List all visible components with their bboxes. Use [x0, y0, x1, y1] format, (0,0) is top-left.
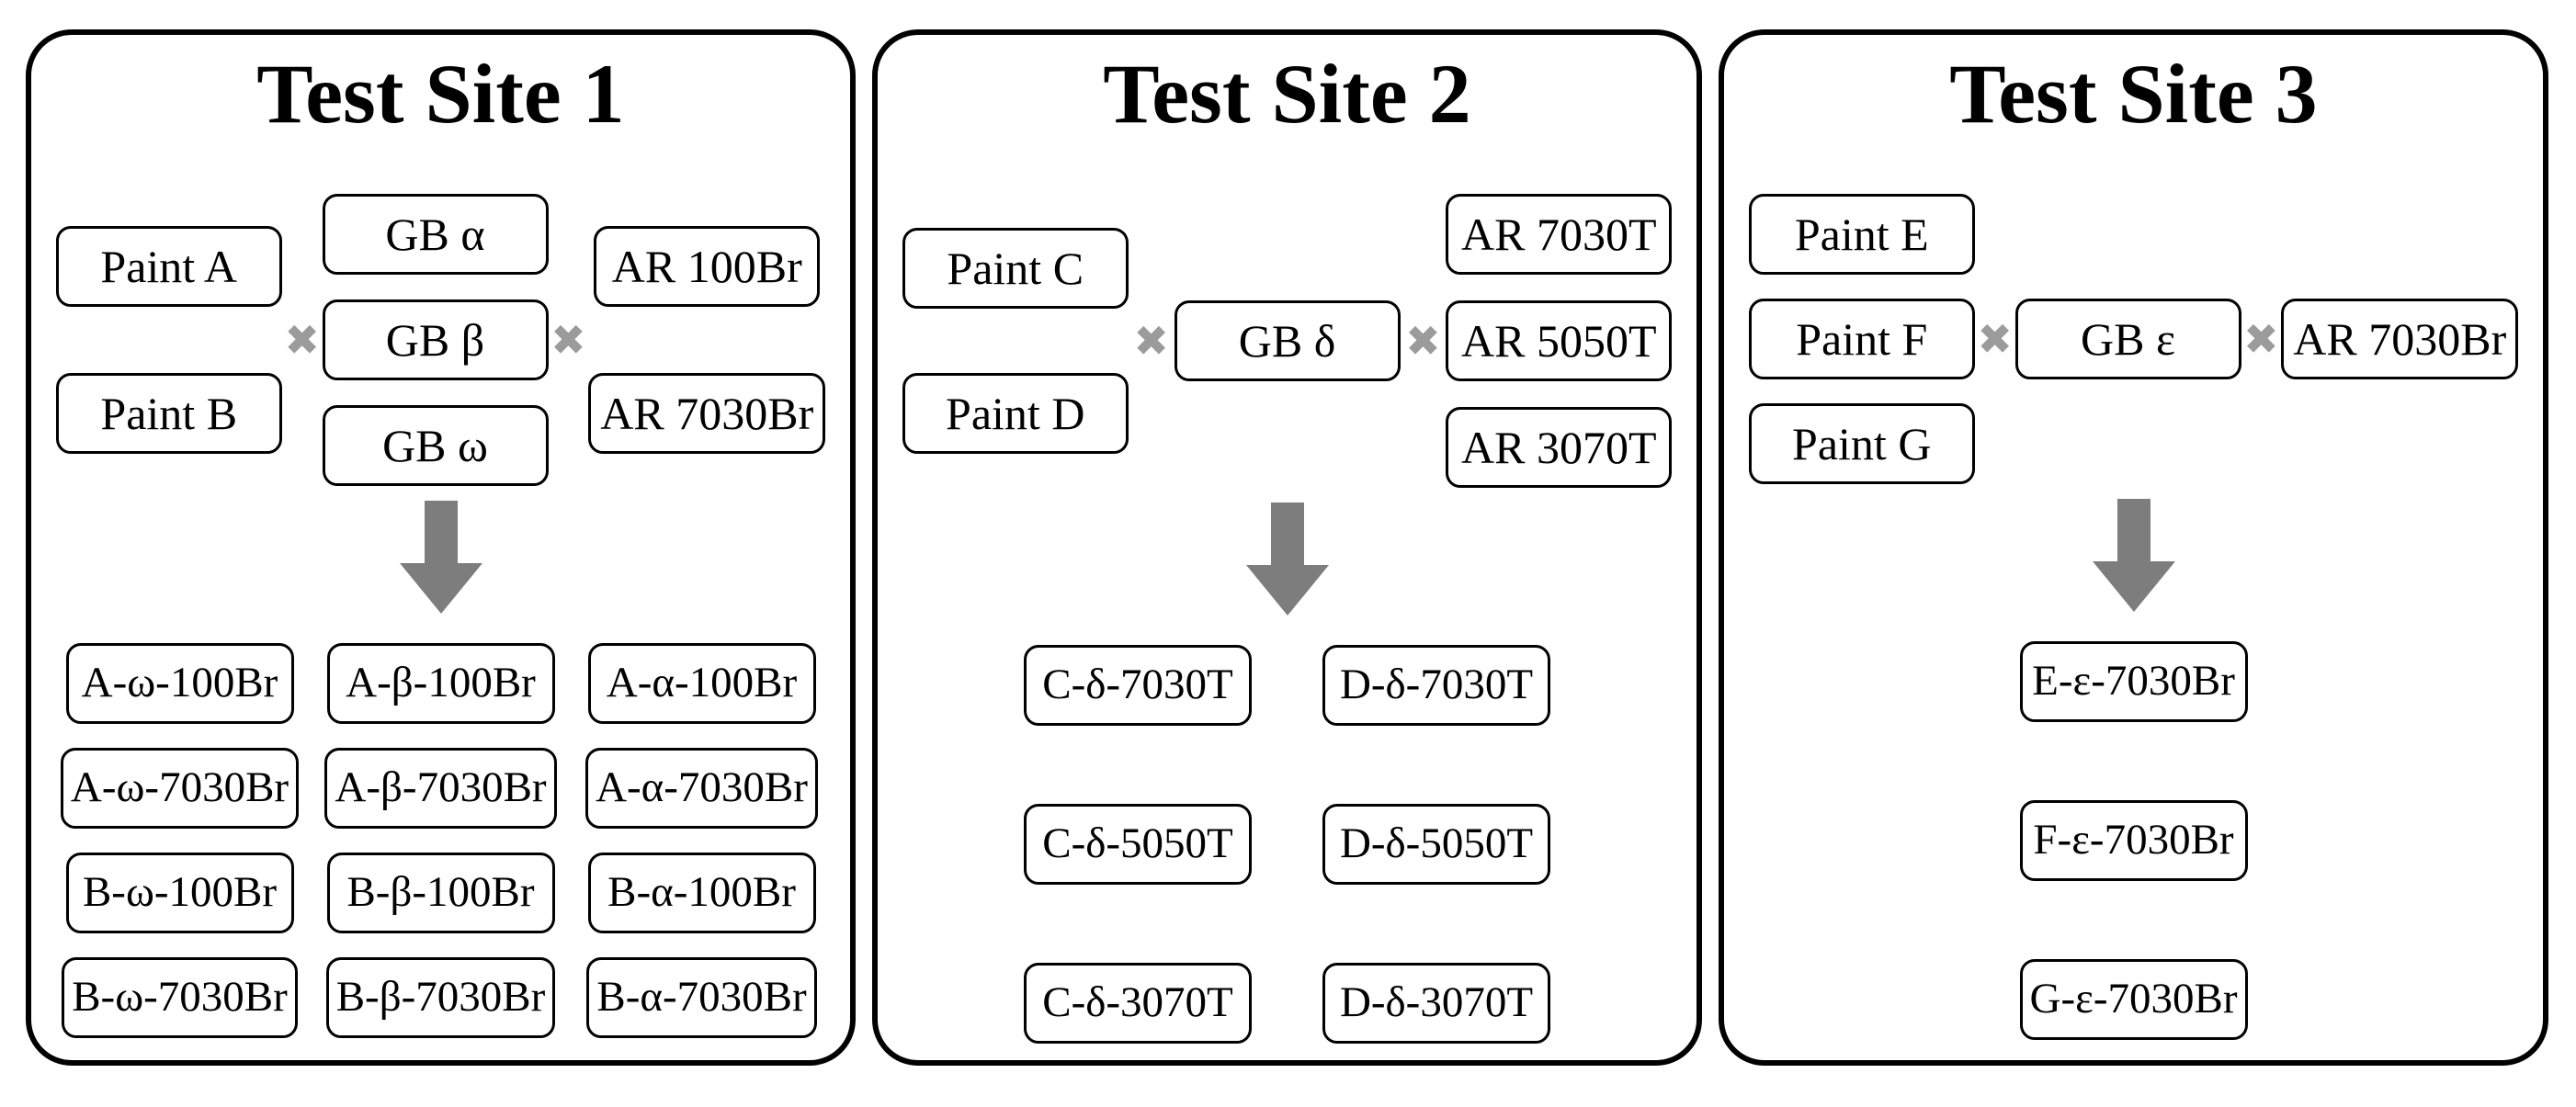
glass-bead-box: GB ω: [322, 404, 549, 486]
ar-box: AR 7030Br: [588, 372, 826, 454]
paint-box: Paint G: [1748, 402, 1975, 484]
combination-row: Paint E Paint F Paint G ✖ GB ε ✖ AR 7030…: [1748, 193, 2519, 484]
ar-box: AR 7030T: [1446, 193, 1673, 275]
ar-column: AR 7030T AR 5050T AR 3070T: [1446, 193, 1673, 488]
panel-title: Test Site 1: [256, 47, 625, 141]
paint-box: Paint C: [902, 227, 1129, 309]
result-combination-box: C-δ-3070T: [1024, 962, 1252, 1044]
results-grid: C-δ-7030T D-δ-7030T C-δ-5050T D-δ-5050T …: [989, 644, 1586, 1044]
ar-box: AR 7030Br: [2281, 298, 2519, 379]
result-combination-box: E-ε-7030Br: [2019, 640, 2248, 722]
multiply-icon: ✖: [2243, 313, 2279, 364]
results-grid: E-ε-7030Br F-ε-7030Br G-ε-7030Br: [2003, 640, 2264, 1040]
down-arrow-icon: [2092, 498, 2175, 612]
result-combination-box: B-ω-7030Br: [62, 956, 298, 1038]
glass-bead-column: GB ε: [2014, 298, 2241, 379]
arrow-stem: [1270, 502, 1304, 565]
down-arrow-icon: [399, 500, 482, 614]
result-combination-box: C-δ-5050T: [1024, 803, 1252, 885]
ar-column: AR 100Br AR 7030Br: [588, 225, 826, 454]
result-combination-box: B-α-100Br: [587, 852, 816, 933]
result-combination-box: A-β-7030Br: [324, 747, 557, 829]
result-combination-box: A-α-100Br: [587, 642, 816, 724]
results-grid: A-ω-100Br A-β-100Br A-α-100Br A-ω-7030Br…: [50, 642, 833, 1038]
result-combination-box: B-α-7030Br: [586, 956, 817, 1038]
arrow-head: [1245, 564, 1329, 616]
test-site-2-panel: Test Site 2 Paint C Paint D ✖ GB δ ✖ AR …: [872, 29, 1702, 1066]
result-combination-box: F-ε-7030Br: [2019, 799, 2248, 881]
glass-bead-box: GB δ: [1174, 299, 1401, 381]
paint-box: Paint B: [55, 372, 282, 454]
paint-column: Paint C Paint D: [902, 227, 1129, 454]
arrow-stem: [2116, 498, 2150, 561]
ar-box: AR 100Br: [594, 225, 821, 307]
arrow-head: [2092, 560, 2175, 612]
result-combination-box: A-α-7030Br: [585, 747, 818, 829]
result-combination-box: B-β-7030Br: [325, 956, 556, 1038]
result-combination-box: D-δ-5050T: [1322, 803, 1550, 885]
multiply-icon: ✖: [1977, 313, 2013, 364]
arrow-head: [399, 562, 482, 614]
ar-box: AR 5050T: [1446, 299, 1673, 381]
panel-title: Test Site 2: [1103, 47, 1471, 141]
result-combination-box: G-ε-7030Br: [2019, 958, 2248, 1040]
glass-bead-box: GB ε: [2014, 298, 2241, 379]
result-combination-box: B-ω-100Br: [65, 852, 294, 933]
multiply-icon: ✖: [1405, 315, 1441, 366]
combination-row: Paint C Paint D ✖ GB δ ✖ AR 7030T AR 505…: [902, 193, 1673, 488]
glass-bead-box: GB β: [322, 299, 549, 380]
combination-row: Paint A Paint B ✖ GB α GB β GB ω ✖ AR 10…: [55, 193, 826, 486]
multiply-icon: ✖: [550, 314, 586, 365]
result-combination-box: A-ω-7030Br: [60, 747, 300, 829]
glass-bead-box: GB α: [322, 193, 549, 275]
paint-box: Paint A: [55, 225, 282, 307]
result-combination-box: A-β-100Br: [326, 642, 555, 724]
paint-box: Paint D: [902, 372, 1129, 454]
ar-box: AR 3070T: [1446, 406, 1673, 488]
ar-column: AR 7030Br: [2281, 298, 2519, 379]
glass-bead-column: GB α GB β GB ω: [322, 193, 549, 486]
result-combination-box: B-β-100Br: [326, 852, 555, 933]
arrow-stem: [424, 500, 458, 563]
down-arrow-icon: [1245, 502, 1329, 616]
panel-title: Test Site 3: [1949, 47, 2318, 141]
result-combination-box: D-δ-3070T: [1322, 962, 1550, 1044]
test-site-1-panel: Test Site 1 Paint A Paint B ✖ GB α GB β …: [26, 29, 856, 1066]
paint-column: Paint E Paint F Paint G: [1748, 193, 1975, 484]
test-site-3-panel: Test Site 3 Paint E Paint F Paint G ✖ GB…: [1719, 29, 2548, 1066]
multiply-icon: ✖: [1133, 315, 1169, 366]
result-combination-box: D-δ-7030T: [1322, 644, 1550, 726]
paint-box: Paint E: [1748, 193, 1975, 275]
paint-column: Paint A Paint B: [55, 225, 282, 454]
paint-box: Paint F: [1748, 298, 1975, 379]
multiply-icon: ✖: [284, 314, 320, 365]
result-combination-box: C-δ-7030T: [1024, 644, 1252, 726]
result-combination-box: A-ω-100Br: [65, 642, 294, 724]
glass-bead-column: GB δ: [1174, 299, 1401, 381]
